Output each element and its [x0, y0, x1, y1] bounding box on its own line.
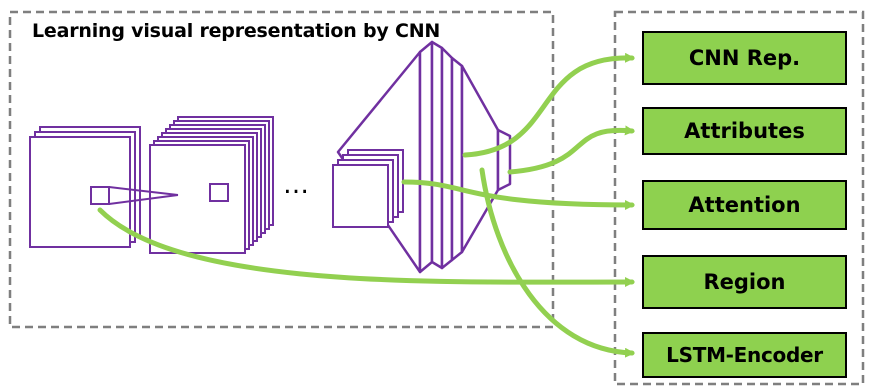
input-receptive-field [90, 186, 110, 205]
convolution-projection [108, 186, 179, 205]
output-region: Region [642, 255, 847, 309]
output-cnn-rep: CNN Rep. [642, 31, 847, 85]
output-lstm-encoder: LSTM-Encoder [642, 332, 847, 378]
feature-receptive-field [209, 183, 229, 202]
cnn-panel-title: Learning visual representation by CNN [32, 20, 441, 42]
outputs-panel-border [613, 10, 865, 386]
feature-map-stack [149, 116, 274, 254]
connector-lines [97, 52, 635, 358]
output-attributes: Attributes [642, 107, 847, 155]
layer-ellipsis: … [283, 170, 309, 200]
output-attention: Attention [642, 180, 847, 230]
deep-feature-stack [332, 149, 404, 228]
